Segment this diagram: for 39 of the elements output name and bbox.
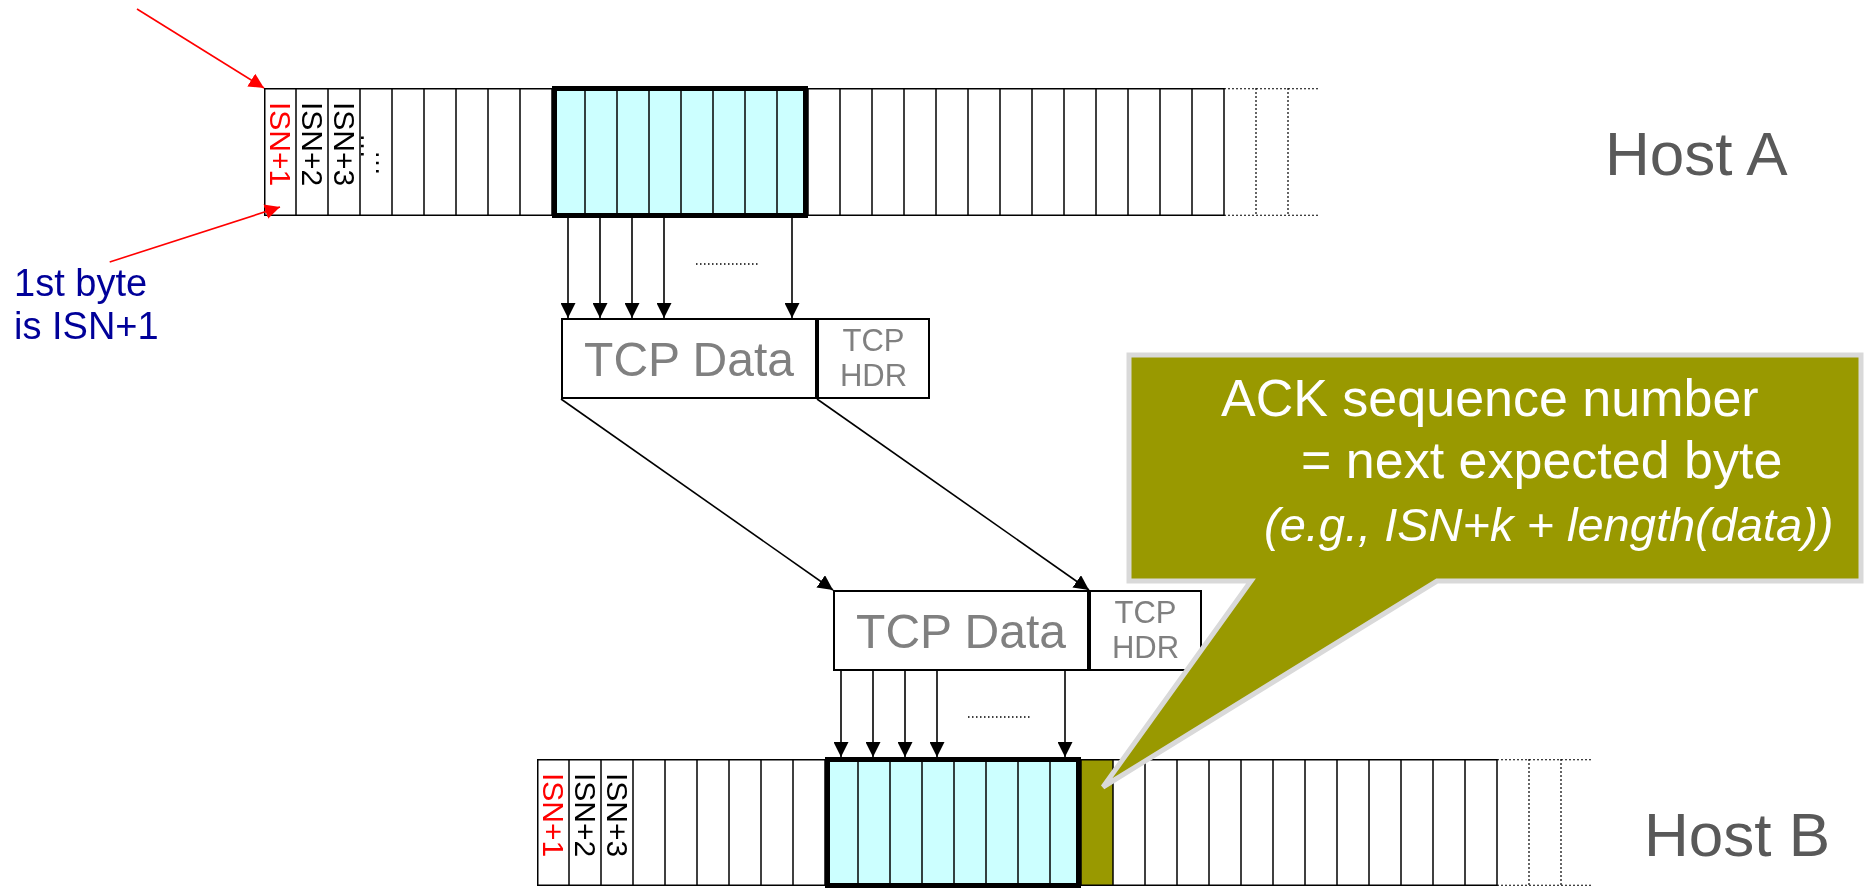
byte-label: ISN+3 <box>601 773 633 858</box>
byte-buffer <box>264 88 1320 216</box>
arrow <box>624 217 640 319</box>
segment-label: TCP Data <box>856 604 1066 659</box>
byte-label: ISN+2 <box>296 102 328 187</box>
byte-label: ISN+2 <box>569 773 601 858</box>
ellipsis-mark: … <box>377 150 393 176</box>
arrow <box>897 670 913 758</box>
callout-text: ACK sequence number = next expected byte <box>1221 368 1784 492</box>
pointer-arrow <box>136 8 265 89</box>
annotation-text: 1st byte is ISN+1 <box>14 262 160 348</box>
arrow <box>865 670 881 758</box>
highlighted-segment <box>552 86 808 218</box>
data-segment-box <box>561 318 817 399</box>
byte-label: ISN+1 <box>537 773 569 858</box>
header-box <box>1089 590 1202 671</box>
highlighted-segment <box>825 757 1081 888</box>
byte-label: ISN+3 <box>328 102 360 187</box>
arrow <box>592 217 608 319</box>
arrow <box>1057 670 1073 758</box>
header-box <box>817 318 930 399</box>
leader-line <box>108 204 281 263</box>
byte-buffer <box>537 759 1593 886</box>
host-label: Host B <box>1644 799 1831 871</box>
header-label: TCP HDR <box>838 323 909 394</box>
arrow <box>784 217 800 319</box>
arrow <box>560 398 834 591</box>
byte-label: ISN+1 <box>264 102 296 187</box>
callout-text: (e.g., ISN+k + length(data)) <box>1264 497 1835 553</box>
data-segment-box <box>833 590 1089 671</box>
arrow <box>816 398 1090 591</box>
arrow <box>656 217 672 319</box>
arrow <box>929 670 945 758</box>
arrow <box>833 670 849 758</box>
header-label: TCP HDR <box>1110 595 1181 666</box>
arrow <box>560 217 576 319</box>
host-label: Host A <box>1605 118 1788 190</box>
segment-label: TCP Data <box>584 332 794 387</box>
callout <box>1100 352 1864 792</box>
